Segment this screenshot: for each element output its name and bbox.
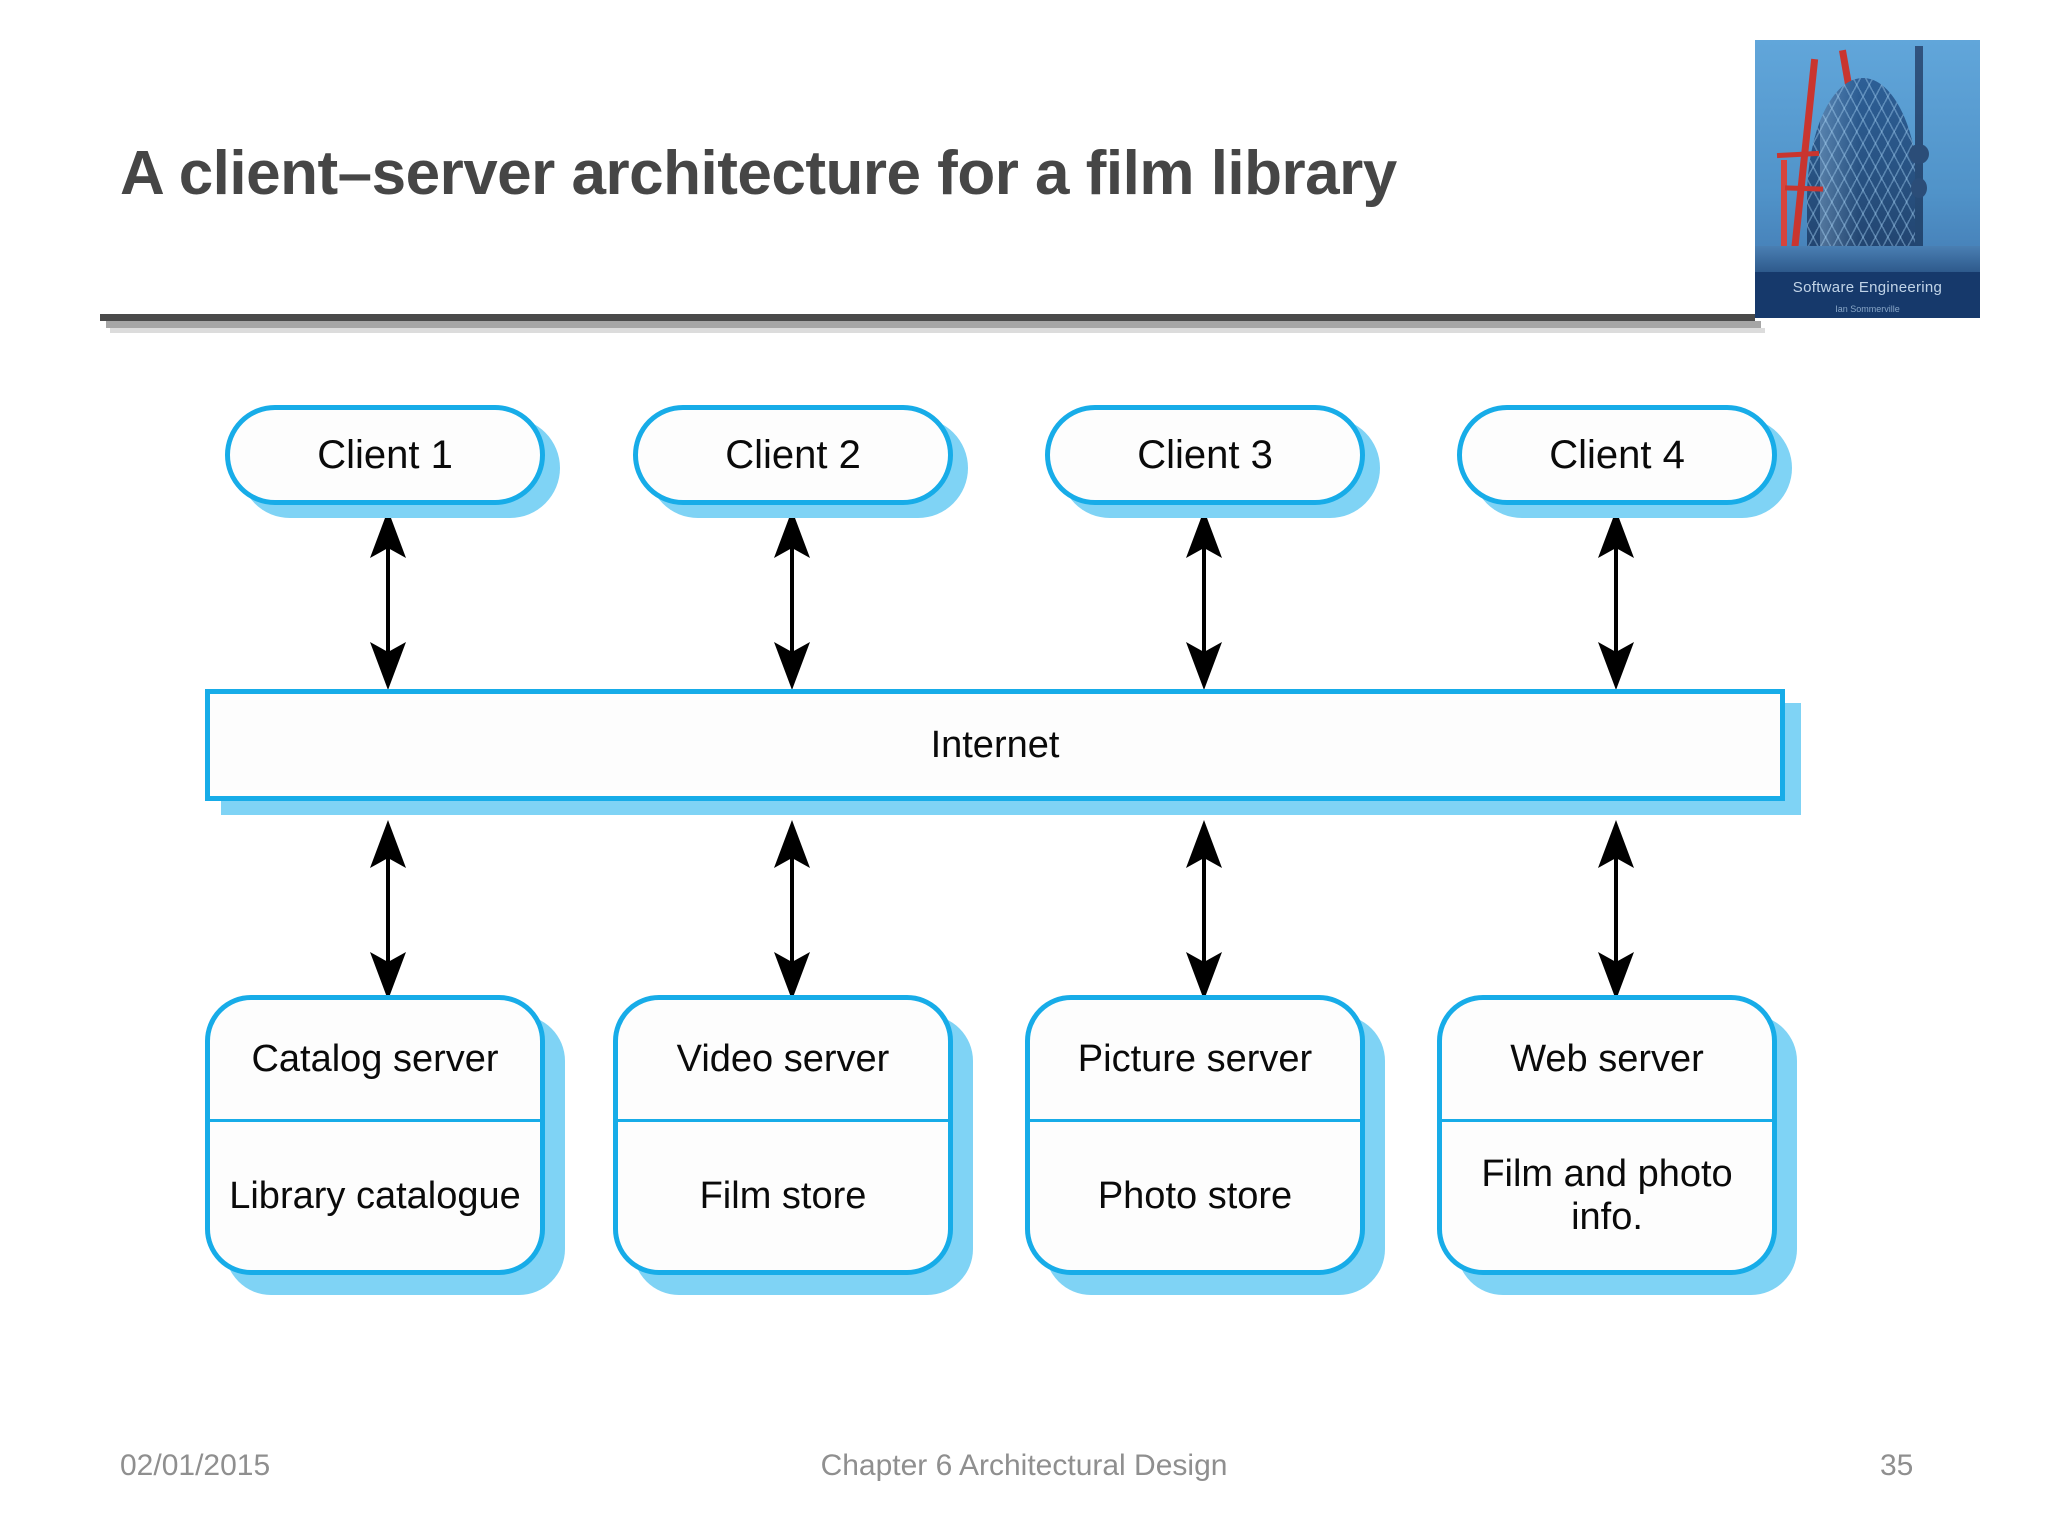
web-server-store: Film and photo info. <box>1481 1153 1733 1238</box>
video-server-name: Video server <box>618 1000 948 1122</box>
arrow-client3-internet <box>1186 510 1222 690</box>
web-server-name: Web server <box>1442 1000 1772 1122</box>
arrow-internet-web-server <box>1598 820 1634 1000</box>
arrow-internet-picture-server <box>1186 820 1222 1000</box>
video-server-node[interactable]: Video server Film store <box>613 995 953 1275</box>
picture-server-node[interactable]: Picture server Photo store <box>1025 995 1365 1275</box>
client-1-node[interactable]: Client 1 <box>225 405 545 505</box>
arrow-client1-internet <box>370 510 406 690</box>
book-cover-title: Software Engineering <box>1792 279 1943 296</box>
arrow-client2-internet <box>774 510 810 690</box>
footer-chapter-title: Chapter 6 Architectural Design <box>820 1449 1228 1482</box>
picture-server-name: Picture server <box>1030 1000 1360 1122</box>
catalog-server-node[interactable]: Catalog server Library catalogue <box>205 995 545 1275</box>
internet-label: Internet <box>930 723 1060 766</box>
internet-bar[interactable]: Internet <box>205 689 1785 801</box>
arrow-client4-internet <box>1598 510 1634 690</box>
arrow-internet-catalog-server <box>370 820 406 1000</box>
client-4-label: Client 4 <box>1549 432 1685 477</box>
crane-icon <box>1781 160 1787 272</box>
book-cover-image: Software Engineering Ian Sommerville <box>1755 40 1980 318</box>
catalog-server-store: Library catalogue <box>229 1174 521 1217</box>
picture-server-store: Photo store <box>1097 1174 1293 1217</box>
client-2-node[interactable]: Client 2 <box>633 405 953 505</box>
cover-title-band <box>1755 272 1980 318</box>
book-cover-author: Ian Sommerville <box>1835 304 1900 314</box>
title-divider-rule <box>100 314 1755 321</box>
client-4-node[interactable]: Client 4 <box>1457 405 1777 505</box>
title-divider-rule-shadow <box>106 321 1761 328</box>
page-title: A client–server architecture for a film … <box>120 139 1397 208</box>
catalog-server-name: Catalog server <box>210 1000 540 1122</box>
client-3-label: Client 3 <box>1137 432 1273 477</box>
foreground-structure <box>1755 246 1980 272</box>
web-server-node[interactable]: Web server Film and photo info. <box>1437 995 1777 1275</box>
gherkin-building <box>1807 78 1919 274</box>
mast-sphere <box>1909 144 1929 164</box>
client-3-node[interactable]: Client 3 <box>1045 405 1365 505</box>
footer-date: 02/01/2015 <box>120 1449 271 1482</box>
title-divider-rule-shadow-light <box>110 328 1765 333</box>
client-2-label: Client 2 <box>725 432 861 477</box>
client-1-label: Client 1 <box>317 432 453 477</box>
footer-page-number: 35 <box>1880 1449 1914 1482</box>
arrow-internet-video-server <box>774 820 810 1000</box>
video-server-store: Film store <box>699 1174 867 1217</box>
mast-sphere <box>1911 178 1927 198</box>
